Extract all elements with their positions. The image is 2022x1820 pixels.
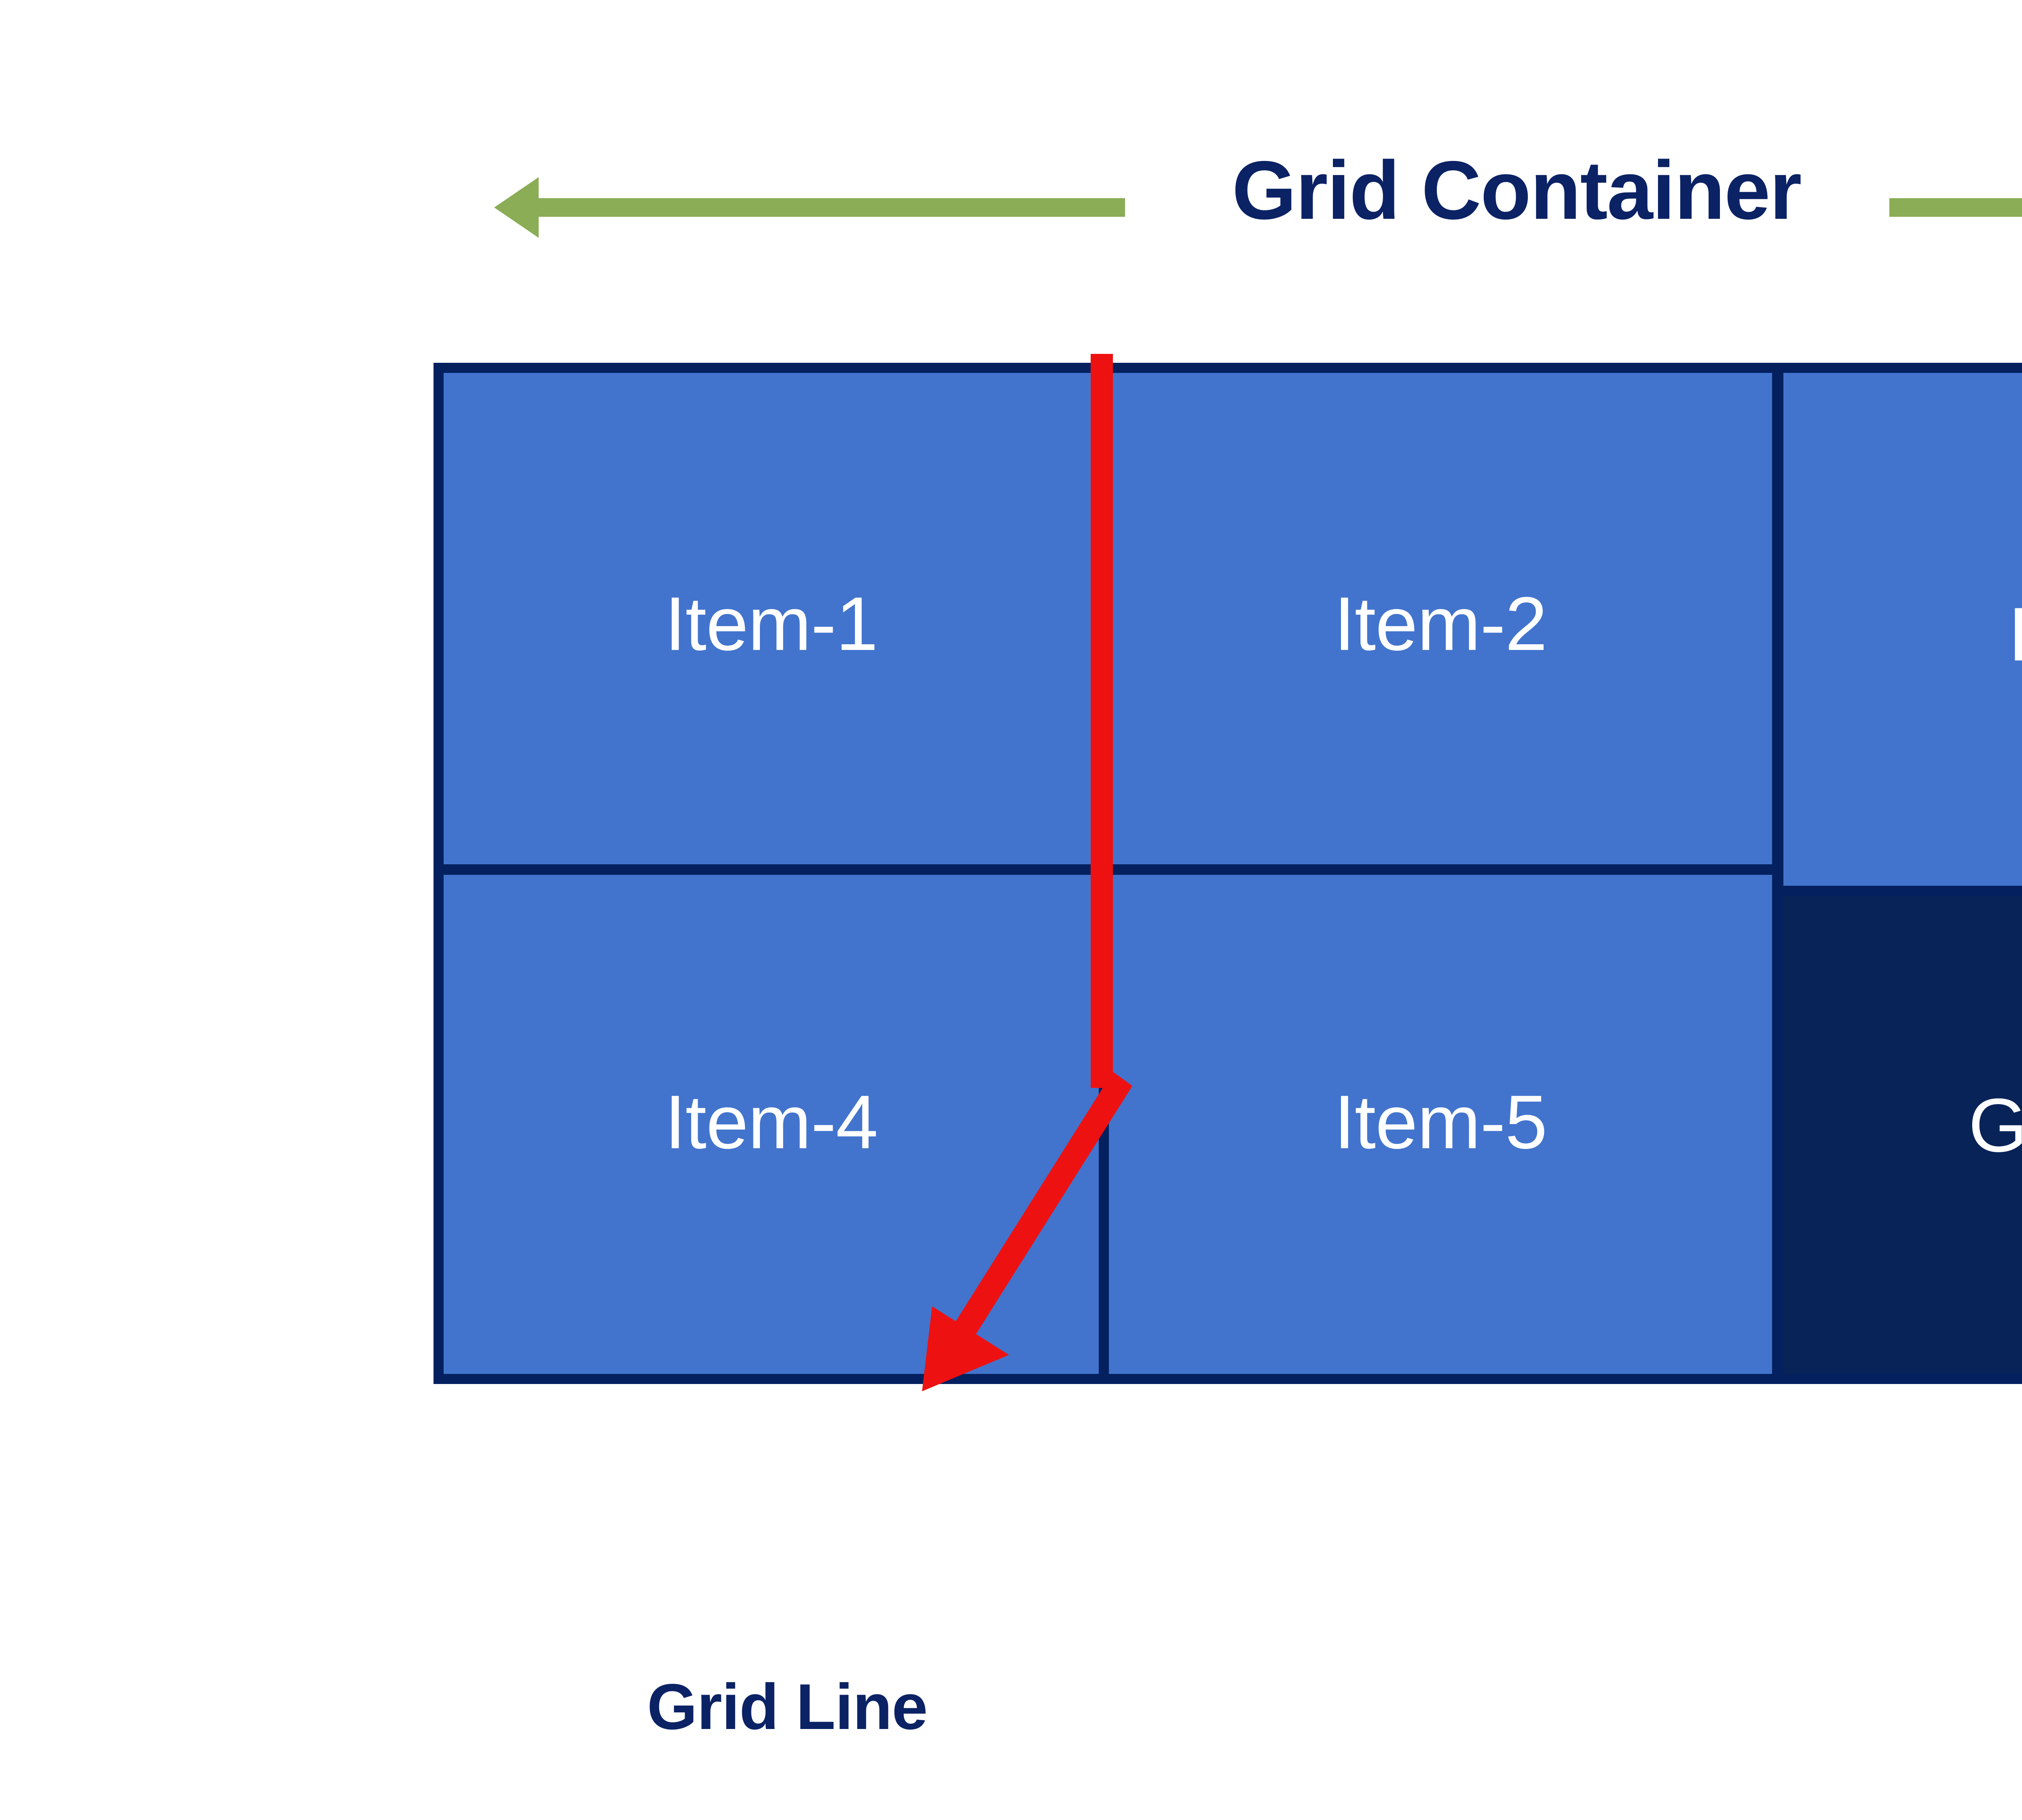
grid-item-4-label: Item-4 [664,1079,878,1164]
grid-container-label: Grid Container [1232,144,1802,237]
grid-cell-highlight[interactable]: Grid Cell [1783,896,2022,1374]
right-arrow-icon [1889,177,2022,238]
grid-item-1[interactable]: Item-1 [444,373,1099,864]
grid-item-1-label: Item-1 [664,581,878,666]
grid-item-5-label: Item-5 [1334,1079,1548,1164]
grid-line-label: Grid Line [647,1670,928,1743]
grid-item-2-label: Item-2 [1334,581,1548,666]
grid-item-5[interactable]: Item-5 [1109,875,1772,1374]
grid-container: Item-1 Item-2 Item-3 Item-4 Item-5 Grid … [434,363,2022,1384]
left-arrow-icon [494,177,1125,238]
grid-cell-label: Grid Cell [1968,1083,2022,1168]
grid-item-2[interactable]: Item-2 [1109,373,1772,864]
grid-item-3-label: Item-3 [2008,592,2022,677]
grid-item-4[interactable]: Item-4 [444,875,1099,1374]
grid-item-3[interactable]: Item-3 [1783,373,2022,886]
